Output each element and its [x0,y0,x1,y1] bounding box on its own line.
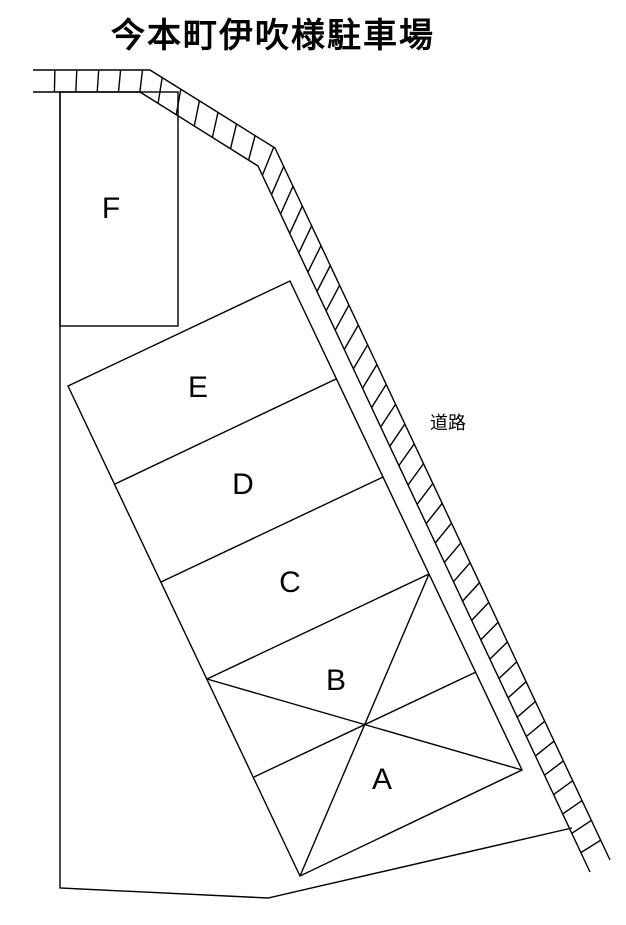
road-hatch-line [53,69,56,93]
page-title: 今本町伊吹様駐車場 [111,16,435,56]
road-hatch-line [334,304,350,331]
road-hatch-line [525,720,546,738]
divider-e-d [114,378,337,485]
road-hatch-line [289,205,303,234]
space-label-d: D [232,468,254,501]
road-hatch-line [507,681,527,699]
space-label-e: E [188,371,208,404]
road-hatch-line [425,502,443,525]
space-label-c: C [279,566,301,599]
road-hatch-line [471,601,490,621]
road-hatch-line [247,135,256,161]
road-hatch-line [389,423,406,447]
road-hatch-line [434,522,453,544]
road-hatch-line [139,69,144,93]
divider-c-b [206,573,430,680]
road-hatch-line [452,562,471,583]
divider-d-c [160,476,384,583]
road-hatch-line [316,265,331,292]
road-hatch-line [279,185,294,215]
parking-block [67,280,523,877]
road-hatch-line [398,443,415,467]
road-hatch-line [361,364,378,389]
road-hatch-line [75,69,78,93]
diagonal-2 [299,573,430,877]
space-label-b: B [326,664,346,697]
road-hatch-line [580,839,602,854]
road-hatch-line [270,166,285,195]
road-hatch-line [371,384,387,408]
road-hatch-line [489,641,508,660]
road-hatch-line [211,112,219,138]
road-label: 道路 [430,413,466,434]
road-hatch-line [416,483,434,505]
road-hatch-line [516,700,536,718]
road-hatch-line [352,344,369,370]
road-hatch-line [553,780,574,796]
space-label-f: F [102,192,120,225]
space-label-a: A [372,763,392,796]
road-hatch-line [380,403,397,428]
road-band [33,69,611,873]
road-hatch-line [298,225,313,254]
road-hatch-line [307,245,322,273]
road-hatch-line [407,463,425,486]
road-hatch-line [117,69,122,93]
road-hatch-line [343,324,359,350]
road-hatch-line [261,146,275,176]
road-hatch-line [193,100,201,127]
road-hatch-line [498,661,518,680]
road-hatch-line [325,284,341,312]
road-hatch-line [571,819,592,834]
lot-boundary [59,92,573,899]
road-hatch-line [229,123,238,149]
road-hatch-line [96,69,100,93]
parking-space-f [59,91,179,327]
road-hatch-line [462,582,481,602]
road-hatch-line [443,542,462,563]
road-hatch-line [544,760,564,776]
road-hatch-line [562,800,583,815]
road-hatch-line [534,740,555,757]
road-hatch-line [157,77,163,104]
road-hatch-line [480,621,499,641]
